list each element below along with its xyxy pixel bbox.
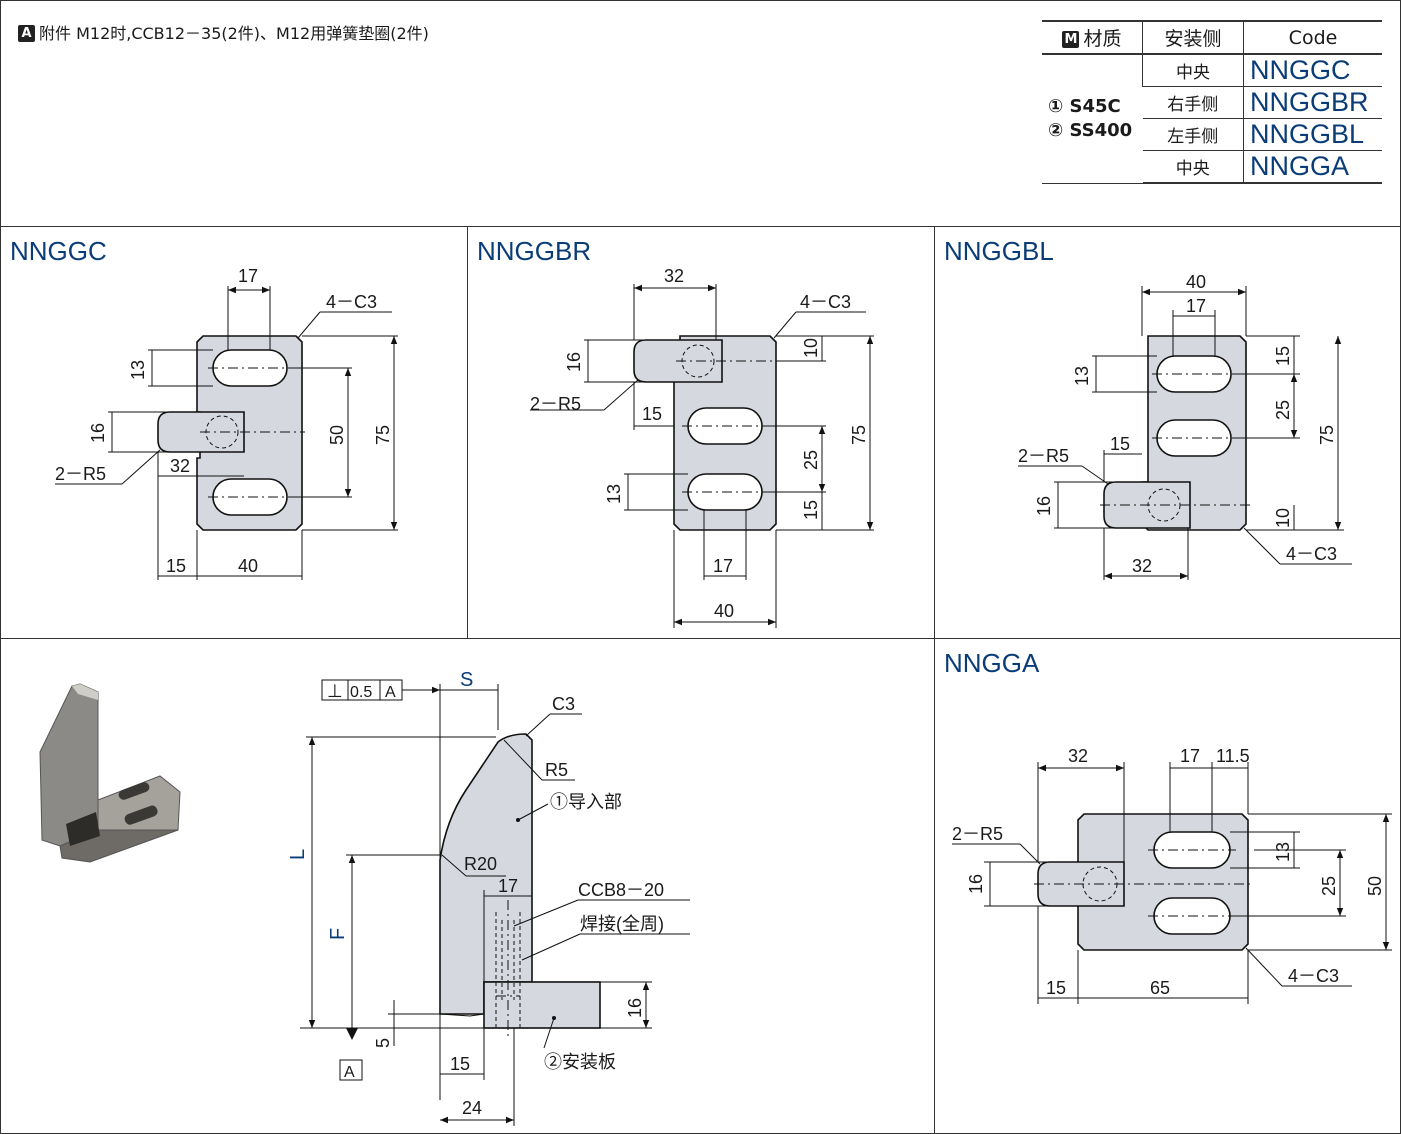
side-label-guide: ①导入部 <box>550 792 622 812</box>
nngga-dim-tab-w: 32 <box>1068 746 1088 766</box>
accessory-text: 附件 M12时,CCB12－35(2件)、M12用弹簧垫圈(2件) <box>39 24 429 43</box>
nnggc-dim-tab-h: 16 <box>88 423 108 443</box>
side-tolerance-value: 0.5 <box>350 684 372 701</box>
side-dim-w17: 17 <box>498 876 518 896</box>
nnggbl-dim-radius: 2－R5 <box>1018 446 1069 466</box>
nnggbl-dim-pitch: 25 <box>1273 400 1293 420</box>
material-cell: ① S45C ② SS400 <box>1042 54 1143 184</box>
side-tolerance-symbol: ⊥ <box>327 681 343 701</box>
side-dim-r5: R5 <box>545 760 568 780</box>
nnggbl-dim-height: 75 <box>1317 425 1337 445</box>
nngga-dim-chamfer: 4－C3 <box>1288 966 1339 986</box>
nnggbr-dim-chamfer: 4－C3 <box>800 292 851 312</box>
accessory-badge: A <box>18 25 35 42</box>
side-header: 安装侧 <box>1142 20 1244 55</box>
side-datum-label: A <box>344 1064 355 1081</box>
nngga-dim-height: 50 <box>1365 876 1385 896</box>
nnggbl-dim-tab-h: 16 <box>1034 496 1054 516</box>
nngga-dim-slot-w: 17 <box>1180 746 1200 766</box>
side-view-drawing: ⊥ 0.5 A S C3 R5 ①导入部 L F R20 17 CCB8－20 … <box>287 669 690 1126</box>
material-badge: M <box>1062 31 1080 48</box>
nnggc-title: NNGGC <box>10 236 107 266</box>
nnggbr-dim-bottom-off: 15 <box>801 500 821 520</box>
nnggbr-dim-slot-h: 13 <box>604 484 624 504</box>
nnggbr-dim-tab-h: 16 <box>564 352 584 372</box>
material-1: ① S45C <box>1048 95 1121 117</box>
nnggbr-dim-width: 40 <box>714 601 734 621</box>
side-label-screw: CCB8－20 <box>578 880 664 900</box>
nnggbl-dim-width: 40 <box>1186 272 1206 292</box>
nnggc-dim-tab-w: 32 <box>170 456 190 476</box>
nnggbr-dim-radius: 2－R5 <box>530 394 581 414</box>
side-dim-l: L <box>287 849 309 860</box>
nnggc-dim-top: 17 <box>238 266 258 286</box>
nngga-dim-pitch: 25 <box>1319 876 1339 896</box>
side-dim-f: F <box>327 928 349 940</box>
nnggc-drawing: NNGGC 17 4－C3 13 50 75 16 2－R5 32 15 40 <box>10 236 398 580</box>
side-dim-h5: 5 <box>373 1038 393 1048</box>
nnggc-dim-height: 75 <box>373 425 393 445</box>
side-cell: 中央 <box>1142 54 1244 87</box>
nnggc-dim-left: 15 <box>166 556 186 576</box>
side-cell: 右手侧 <box>1142 86 1244 119</box>
nnggbr-dim-top-off: 10 <box>801 338 821 358</box>
nnggbr-drawing: NNGGBR 32 4－C3 10 16 2－R5 15 25 15 75 13 <box>477 236 874 628</box>
nngga-dim-slot-h: 13 <box>1273 842 1293 862</box>
material-header: 材质 <box>1083 28 1122 50</box>
nnggbl-dim-slot-w: 17 <box>1186 296 1206 316</box>
side-guide-body <box>439 733 533 1015</box>
side-dim-w24: 24 <box>462 1098 482 1118</box>
nngga-dim-radius: 2－R5 <box>952 824 1003 844</box>
nnggc-dim-width: 40 <box>238 556 258 576</box>
nnggbr-dim-slot-w: 17 <box>713 556 733 576</box>
nnggc-dim-pitch: 50 <box>327 425 347 445</box>
nnggbl-dim-top-off: 15 <box>1273 346 1293 366</box>
side-mount-plate <box>483 981 601 1029</box>
nnggbl-dim-chamfer: 4－C3 <box>1286 544 1337 564</box>
nngga-dim-slot-off: 11.5 <box>1216 746 1250 766</box>
code-cell: NNGGA <box>1243 150 1382 184</box>
nnggbr-dim-height: 75 <box>849 425 869 445</box>
nngga-dim-tab-h: 16 <box>966 874 986 894</box>
product-photo <box>39 683 181 863</box>
side-label-weld: 焊接(全周) <box>580 914 664 934</box>
nnggbr-dim-top: 32 <box>664 266 684 286</box>
side-datum: A <box>385 684 396 701</box>
nnggbr-dim-left: 15 <box>642 404 662 424</box>
nngga-drawing: NNGGA 32 17 11.5 2－R5 13 16 25 50 4－C3 1… <box>944 648 1392 1004</box>
side-dim-w15: 15 <box>450 1054 470 1074</box>
side-dim-r20: R20 <box>464 854 497 874</box>
nnggbr-dim-pitch: 25 <box>801 450 821 470</box>
nngga-dim-width: 65 <box>1150 978 1170 998</box>
nnggc-dim-radius: 2－R5 <box>55 464 106 484</box>
side-dim-h16: 16 <box>625 998 645 1018</box>
side-cell: 中央 <box>1142 150 1244 184</box>
nnggbl-dim-bottom-off: 10 <box>1273 508 1293 528</box>
nngga-title: NNGGA <box>944 648 1040 678</box>
nnggbl-dim-left: 15 <box>1110 434 1130 454</box>
nnggc-dim-slot-h: 13 <box>128 360 148 380</box>
nnggbr-title: NNGGBR <box>477 236 591 266</box>
nnggbl-drawing: NNGGBL 40 17 13 15 25 75 15 2－R5 16 10 <box>944 236 1352 580</box>
nnggbl-dim-slot-h: 13 <box>1072 366 1092 386</box>
side-dim-s: S <box>460 669 473 691</box>
code-cell: NNGGBR <box>1243 86 1382 119</box>
nnggbl-title: NNGGBL <box>944 236 1054 266</box>
code-cell: NNGGC <box>1243 54 1382 87</box>
side-label-plate: ②安装板 <box>544 1052 616 1072</box>
nnggc-dim-chamfer: 4－C3 <box>326 292 377 312</box>
material-2: ② SS400 <box>1048 119 1133 141</box>
nnggbl-dim-tab-w: 32 <box>1132 556 1152 576</box>
nngga-dim-left: 15 <box>1046 978 1066 998</box>
code-header: Code <box>1243 20 1382 55</box>
side-cell: 左手侧 <box>1142 118 1244 151</box>
side-dim-c3: C3 <box>552 694 575 714</box>
code-cell: NNGGBL <box>1243 118 1382 151</box>
